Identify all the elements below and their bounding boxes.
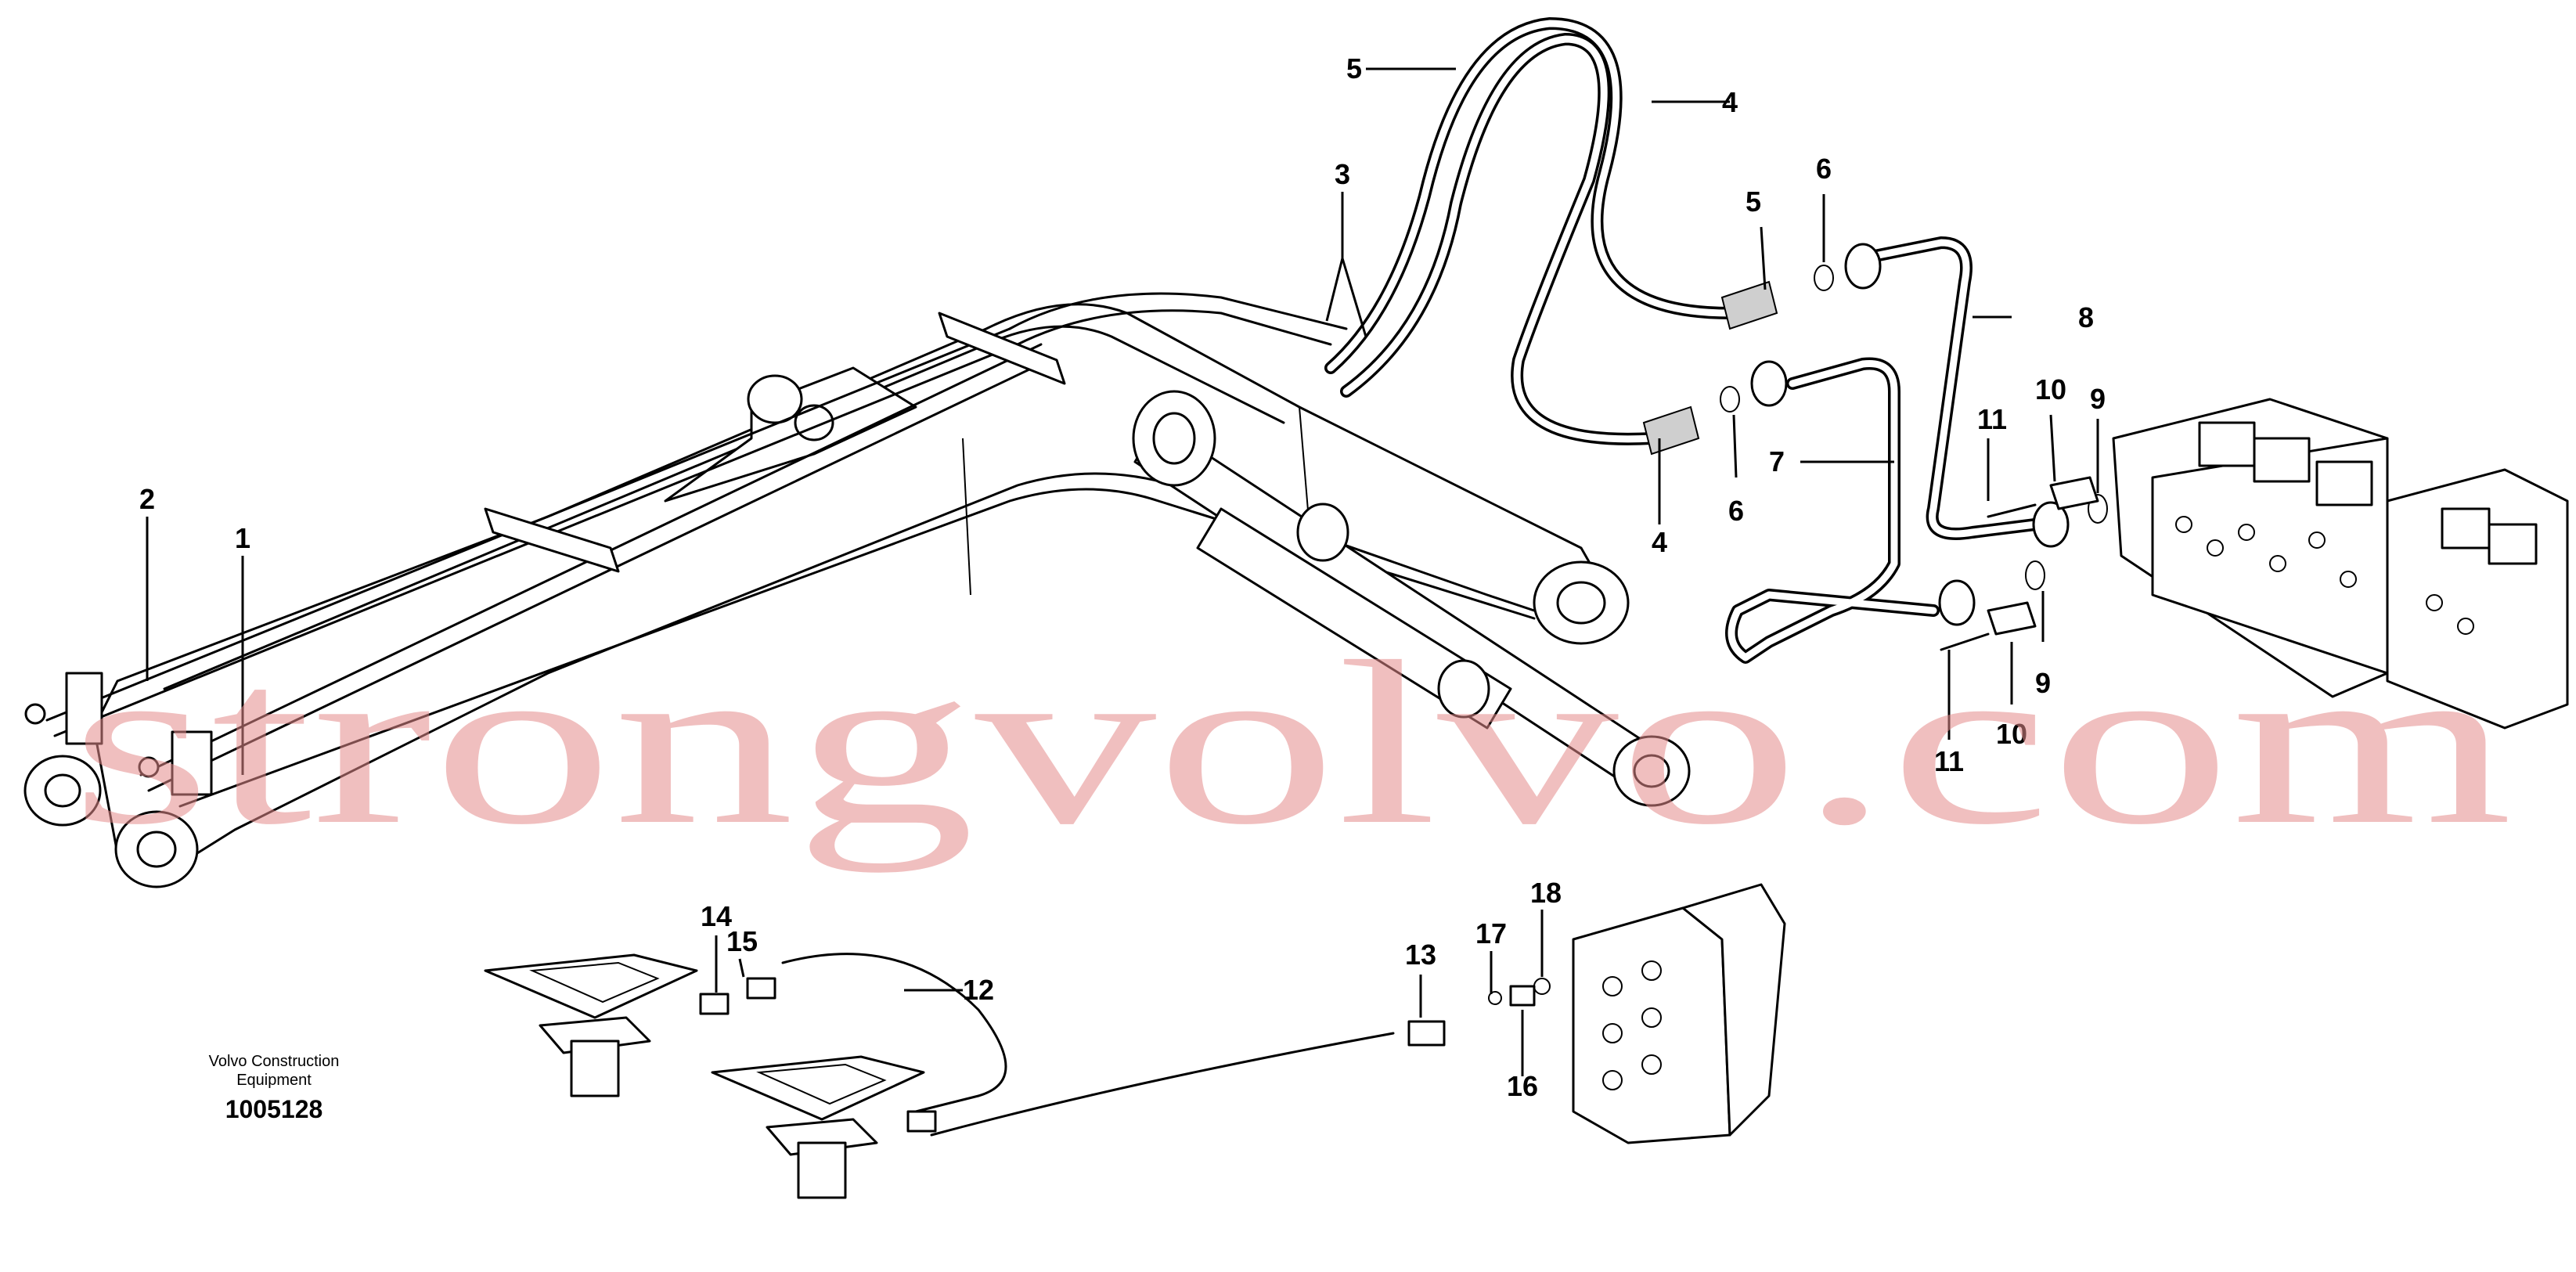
callout-11-lower: 11 xyxy=(1934,745,1964,777)
callout-7: 7 xyxy=(1769,445,1785,477)
leader-lines xyxy=(146,67,2099,1076)
boom-cylinder xyxy=(1132,390,1691,807)
control-valve xyxy=(2112,398,2569,730)
callout-3: 3 xyxy=(1335,158,1350,190)
boom-pipe-rails xyxy=(24,292,1348,796)
drawing-code: 1005128 xyxy=(225,1095,323,1123)
callout-10-lower: 10 xyxy=(1996,718,2027,750)
callout-16: 16 xyxy=(1507,1070,1538,1102)
callout-13: 13 xyxy=(1405,939,1436,971)
callout-5-upper: 5 xyxy=(1346,52,1362,85)
callout-18: 18 xyxy=(1530,877,1562,909)
callout-14: 14 xyxy=(701,900,732,932)
callout-2: 2 xyxy=(139,483,155,515)
callout-8: 8 xyxy=(2078,301,2094,333)
callout-17: 17 xyxy=(1475,917,1507,949)
callout-5-lower: 5 xyxy=(1746,186,1761,218)
steel-pipes xyxy=(1720,236,2108,664)
callout-9-upper: 9 xyxy=(2090,383,2106,415)
watermark: strongvolvo.com xyxy=(70,613,2513,874)
callout-9-lower: 9 xyxy=(2035,667,2051,699)
callout-6-upper: 6 xyxy=(1816,153,1832,185)
boom-assembly xyxy=(23,303,1691,888)
caption-company: Volvo Construction xyxy=(209,1053,340,1070)
hose-loops xyxy=(1324,17,1778,456)
callout-10-upper: 10 xyxy=(2035,373,2066,405)
callout-6-lower: 6 xyxy=(1728,495,1744,527)
callout-11-upper: 11 xyxy=(1977,403,2007,435)
caption-block: Volvo Construction Equipment 1005128 xyxy=(209,1053,340,1123)
caption-equipment: Equipment xyxy=(236,1072,312,1089)
callouts: 1 2 3 4 4 5 5 6 6 7 8 9 9 10 10 11 11 12… xyxy=(139,52,2106,1102)
callout-1: 1 xyxy=(235,522,250,554)
callout-15: 15 xyxy=(726,925,758,957)
callout-4-upper: 4 xyxy=(1722,86,1738,118)
pedal-assembly xyxy=(484,883,1786,1199)
callout-4-lower: 4 xyxy=(1652,526,1667,558)
callout-12: 12 xyxy=(963,974,994,1006)
